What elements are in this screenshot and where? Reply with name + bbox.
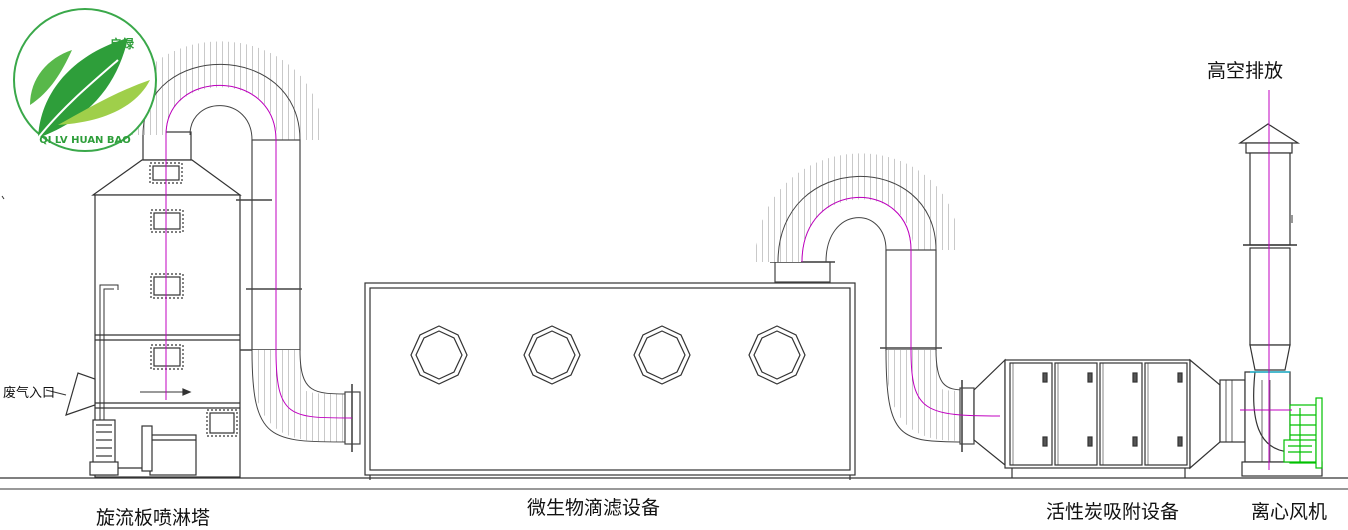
label-exhaust: 高空排放 — [1207, 60, 1284, 82]
biofilter-unit — [364, 282, 856, 480]
centrifugal-fan — [1219, 371, 1323, 477]
duct-biofilter-to-carbon — [755, 153, 975, 452]
tower-manhole — [150, 344, 184, 370]
pump-icon — [89, 419, 119, 476]
logo-brand-en: QI LV HUAN BAO — [39, 135, 131, 146]
tower-manhole — [150, 273, 184, 299]
water-tank — [118, 425, 197, 476]
tower-manhole — [150, 209, 184, 233]
ground-line — [0, 477, 1348, 490]
logo-brand-cn: 启绿 — [110, 36, 135, 51]
label-inlet: 废气入口 — [3, 386, 56, 401]
label-fan: 离心风机 — [1251, 501, 1328, 523]
porthole — [748, 325, 806, 385]
porthole — [410, 325, 468, 385]
company-logo: 启绿 QI LV HUAN BAO — [13, 8, 157, 152]
fan-motor — [1283, 397, 1323, 469]
label-biofilter: 微生物滴滤设备 — [527, 497, 661, 519]
spray-tower — [45, 131, 242, 478]
label-spray-tower: 旋流板喷淋塔 — [96, 507, 211, 529]
label-carbon-adsorber: 活性炭吸附设备 — [1046, 501, 1180, 523]
carbon-adsorber — [973, 358, 1221, 478]
porthole — [523, 325, 581, 385]
porthole — [633, 325, 691, 385]
airflow-path — [165, 84, 1292, 470]
tower-manhole — [206, 409, 238, 437]
